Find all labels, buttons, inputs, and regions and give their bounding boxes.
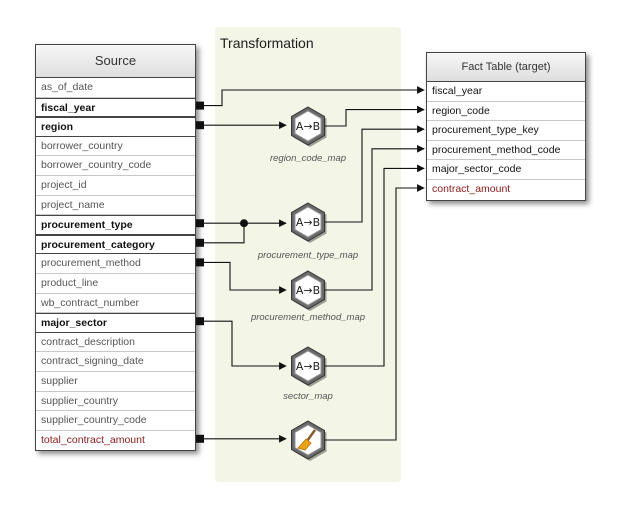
edge-procurement-category-join xyxy=(204,223,245,244)
source-port-1 xyxy=(196,101,204,110)
transform-label-1: region_code_map xyxy=(269,153,347,164)
mapping-hexagon-icon: A→B xyxy=(296,284,320,297)
target-table-title: Fact Table (target) xyxy=(427,53,585,82)
source-row-as-of-date: as_of_date xyxy=(36,78,195,98)
source-row-major-sector: major_sector xyxy=(36,313,195,333)
source-row-procurement-method: procurement_method xyxy=(36,254,195,274)
source-row-borrower-country: borrower_country xyxy=(36,137,195,157)
source-port-2 xyxy=(196,121,204,130)
transform-label-2: procurement_type_map xyxy=(257,250,359,261)
target-row-fiscal-year: fiscal_year xyxy=(427,82,585,102)
source-row-project-id: project_id xyxy=(36,176,195,196)
source-row-region: region xyxy=(36,117,195,137)
target-row-procurement-type-key: procurement_type_key xyxy=(427,121,585,141)
transform-node-2: A→B xyxy=(291,202,327,243)
source-row-borrower-country-code: borrower_country_code xyxy=(36,156,195,176)
edge-map-to-major-sector-code xyxy=(324,164,425,367)
source-row-contract-description: contract_description xyxy=(36,333,195,353)
source-port-18 xyxy=(196,434,204,443)
source-row-procurement-category: procurement_category xyxy=(36,234,195,255)
broom-cleanse-icon xyxy=(297,429,317,451)
source-table-title: Source xyxy=(36,45,195,78)
source-row-procurement-type: procurement_type xyxy=(36,215,195,235)
source-port-12 xyxy=(196,317,204,326)
edge-cleanse-to-contract-amount xyxy=(324,184,425,441)
transformation-band xyxy=(215,27,401,482)
source-row-wb-contract-number: wb_contract_number xyxy=(36,294,195,314)
transform-label-3: procurement_method_map xyxy=(250,312,366,323)
target-row-major-sector-code: major_sector_code xyxy=(427,160,585,180)
transform-label-4: sector_map xyxy=(283,391,333,402)
edge-map-to-procurement-type-key xyxy=(324,125,425,223)
edge-map-to-region-code xyxy=(324,105,425,127)
source-row-product-line: product_line xyxy=(36,274,195,294)
target-row-procurement-method-code: procurement_method_code xyxy=(427,141,585,161)
edge-fiscal-year xyxy=(204,86,425,107)
edge-procurement-method-to-map xyxy=(204,261,287,294)
source-row-contract-signing-date: contract_signing_date xyxy=(36,352,195,372)
mapping-hexagon-icon: A→B xyxy=(296,216,320,229)
target-row-region-code: region_code xyxy=(427,102,585,122)
junction-dot xyxy=(240,219,248,228)
transform-node-3: A→B xyxy=(291,270,327,311)
band-title: Transformation xyxy=(220,35,314,51)
mapping-hexagon-icon: A→B xyxy=(296,360,320,373)
source-port-7 xyxy=(196,219,204,228)
source-port-8 xyxy=(196,238,204,247)
source-row-fiscal-year: fiscal_year xyxy=(36,97,195,118)
source-row-supplier: supplier xyxy=(36,372,195,392)
source-row-supplier-country-code: supplier_country_code xyxy=(36,411,195,431)
source-row-total-contract-amount: total_contract_amount xyxy=(41,433,145,446)
edge-map-to-procurement-method-code xyxy=(324,144,425,291)
transform-node-5 xyxy=(291,420,327,461)
source-row-project-name: project_name xyxy=(36,196,195,216)
mapping-hexagon-icon: A→B xyxy=(296,120,320,133)
target-row-contract-amount: contract_amount xyxy=(432,182,511,195)
source-row-supplier-country: supplier_country xyxy=(36,392,195,412)
transform-node-1: A→B xyxy=(291,106,327,147)
edge-major-sector-to-map xyxy=(204,320,287,370)
transform-node-4: A→B xyxy=(291,346,327,387)
source-port-9 xyxy=(196,258,204,267)
